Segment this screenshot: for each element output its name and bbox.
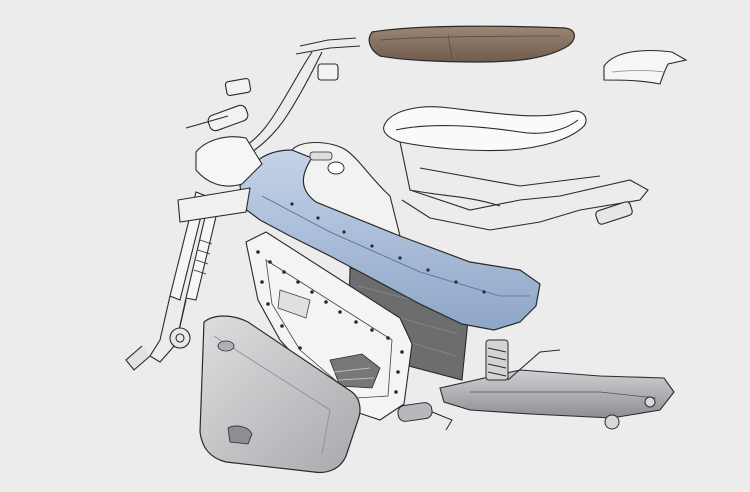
- seat-cushion-icon: [368, 25, 575, 63]
- seat-part: [368, 25, 575, 63]
- main-frame-part: [239, 141, 541, 331]
- rear-shock-part: [485, 339, 509, 381]
- swingarm-part: [439, 349, 675, 430]
- handlebar-icon: [299, 37, 357, 47]
- seat-subframe-part: [383, 106, 649, 231]
- tail-cover-part: [603, 49, 688, 85]
- swingarm-icon: [439, 369, 675, 419]
- shock-absorber-icon: [485, 339, 509, 381]
- peg-icon: [397, 402, 433, 422]
- handlebar-part: [185, 37, 361, 187]
- foot-peg-part: [397, 402, 453, 431]
- tail-fairing-icon: [603, 49, 688, 85]
- front-fork-part: [125, 187, 251, 371]
- side-plate-part: [245, 231, 413, 421]
- side-cover-part: [199, 315, 361, 474]
